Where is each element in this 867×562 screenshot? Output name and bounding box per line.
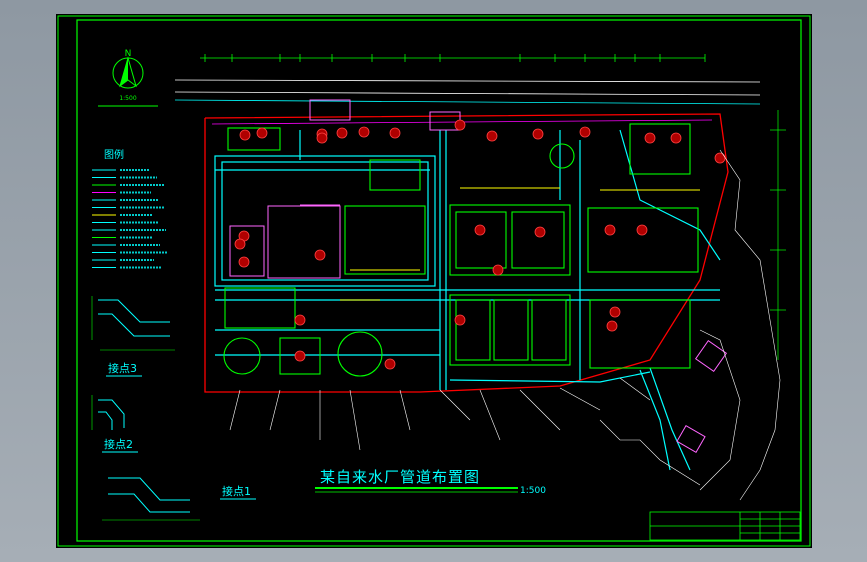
marker-circle xyxy=(294,350,306,362)
north-arrow: N 1:500 xyxy=(98,49,158,107)
joint-label-2: 接点2 xyxy=(104,438,133,451)
marker-circle xyxy=(384,358,396,370)
marker-circle xyxy=(316,132,328,144)
legend-title: 图例 xyxy=(104,148,124,161)
marker-circle xyxy=(234,238,246,250)
joint-label-3: 接点3 xyxy=(108,362,137,375)
marker-circle xyxy=(358,126,370,138)
marker-circle xyxy=(474,224,486,236)
right-dimensions xyxy=(770,110,786,360)
marker-circle xyxy=(454,119,466,131)
marker-circle xyxy=(238,256,250,268)
marker-circle xyxy=(670,132,682,144)
marker-circle xyxy=(294,314,306,326)
marker-circle xyxy=(644,132,656,144)
structures-green xyxy=(223,123,699,377)
joint-label-1: 接点1 xyxy=(222,485,251,498)
marker-circle xyxy=(534,226,546,238)
joint-details: 接点3 接点2 接点1 xyxy=(91,296,256,521)
marker-circle xyxy=(486,130,498,142)
drawing-title-scale: 1:500 xyxy=(520,486,546,496)
marker-circle xyxy=(314,249,326,261)
marker-circle xyxy=(636,224,648,236)
leader-lines xyxy=(229,377,651,451)
marker-circle xyxy=(256,127,268,139)
north-letter: N xyxy=(125,49,132,59)
marker-circle xyxy=(714,152,726,164)
marker-circle xyxy=(606,320,618,332)
site-boundary xyxy=(204,113,729,393)
marker-circle xyxy=(609,306,621,318)
outer-border xyxy=(57,15,811,547)
pipes-yellow xyxy=(340,187,700,301)
marker-circle xyxy=(454,314,466,326)
drawing-title-block: 某自来水厂管道布置图 1:500 xyxy=(315,468,546,496)
buildings-magenta xyxy=(229,99,728,453)
legend: 图例 xyxy=(92,148,167,269)
top-dimension-chain xyxy=(204,54,706,62)
marker-circle xyxy=(492,264,504,276)
marker-circle xyxy=(604,224,616,236)
marker-circle xyxy=(239,129,251,141)
marker-circle xyxy=(579,126,591,138)
marker-circle xyxy=(336,127,348,139)
terrain-lines xyxy=(599,149,781,501)
inner-border xyxy=(76,19,802,542)
drawing-title: 某自来水厂管道布置图 xyxy=(320,468,480,486)
marker-circle xyxy=(532,128,544,140)
marker-circle xyxy=(389,127,401,139)
plant-site xyxy=(174,54,786,501)
equipment-markers xyxy=(234,119,726,370)
north-scale: 1:500 xyxy=(119,95,136,102)
legend-rows xyxy=(92,169,167,269)
sheet-paper xyxy=(56,14,812,548)
title-block xyxy=(649,511,801,541)
